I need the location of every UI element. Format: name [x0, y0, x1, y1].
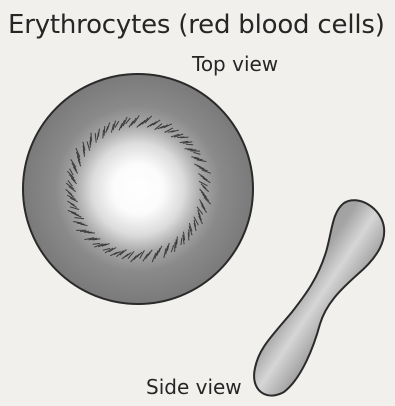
rim-hatch-mark: [104, 126, 105, 136]
rim-hatch-mark: [93, 244, 100, 245]
rim-hatch-mark: [188, 232, 189, 240]
side-view-cell-body: [254, 200, 384, 395]
top-view-cell-body: [23, 74, 253, 304]
rim-hatch-mark: [177, 237, 178, 245]
rim-hatch-mark: [91, 133, 92, 142]
top-view-cell: [23, 74, 253, 304]
rim-hatch-mark: [103, 130, 104, 139]
side-view-cell: [254, 200, 384, 395]
rim-hatch-mark: [180, 137, 188, 138]
